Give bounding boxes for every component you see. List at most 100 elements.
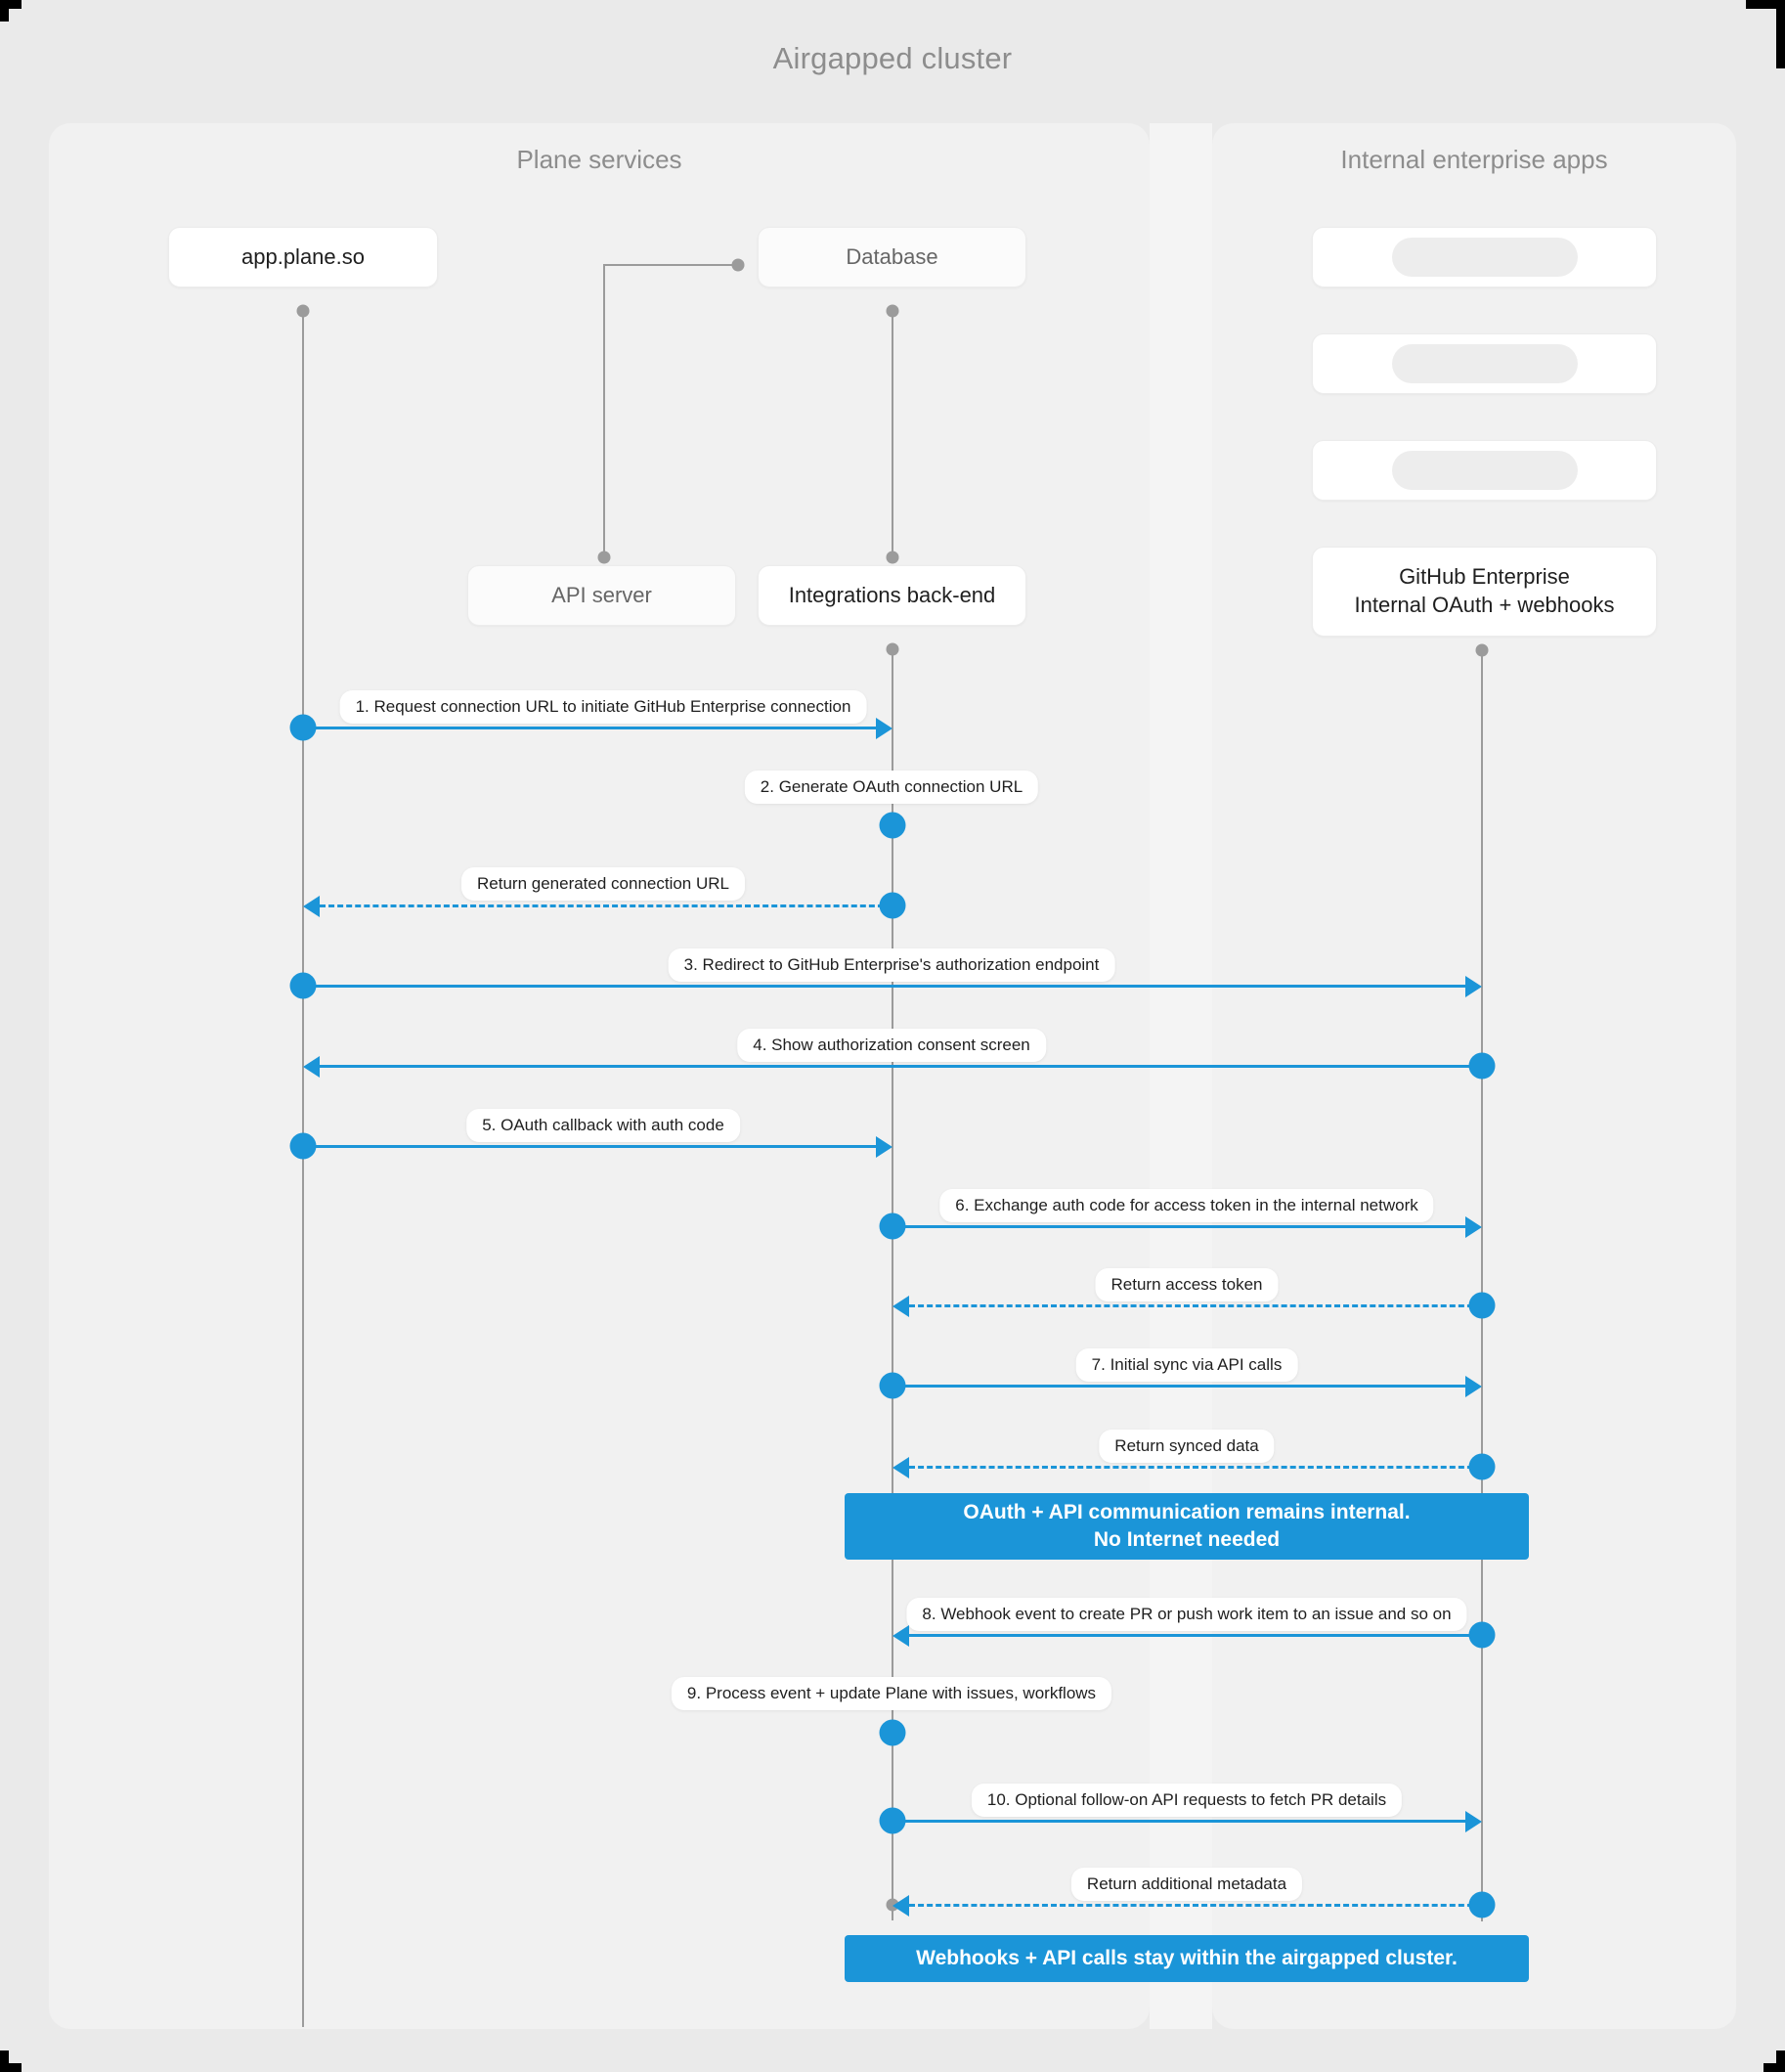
- placeholder-pill: [1391, 451, 1578, 490]
- lifeline-origin-dot-integrations: [886, 642, 899, 656]
- message-arrowhead-return-generated-url: [303, 896, 320, 917]
- note-oauth-internal: OAuth + API communication remains intern…: [845, 1493, 1529, 1560]
- message-arrowhead-5: [876, 1136, 892, 1158]
- message-label-return-access-token: Return access token: [1095, 1268, 1279, 1301]
- message-arrowhead-return-access-token: [892, 1296, 909, 1317]
- message-line-4: [320, 1065, 1482, 1068]
- message-origin-dot-1: [289, 714, 317, 741]
- participant-github-enterprise[interactable]: GitHub Enterprise Internal OAuth + webho…: [1312, 547, 1657, 637]
- message-line-5: [303, 1145, 876, 1148]
- message-label-return-additional-metadata: Return additional metadata: [1070, 1868, 1303, 1901]
- participant-label: Database: [846, 243, 938, 269]
- participant-placeholder-2[interactable]: [1312, 333, 1657, 394]
- message-label-1: 1. Request connection URL to initiate Gi…: [339, 690, 867, 724]
- message-line-3: [303, 985, 1465, 988]
- message-label-3: 3. Redirect to GitHub Enterprise's autho…: [668, 948, 1115, 982]
- participant-label-line2: Internal OAuth + webhooks: [1354, 593, 1615, 617]
- crop-mark-bottom-left: [0, 2050, 9, 2072]
- participant-api-server[interactable]: API server: [467, 565, 736, 626]
- crop-mark-top-left-h: [0, 0, 22, 9]
- message-label-7: 7. Initial sync via API calls: [1075, 1348, 1298, 1382]
- participant-label: API server: [551, 582, 652, 607]
- participant-app-plane-so[interactable]: app.plane.so: [168, 227, 438, 287]
- message-line-return-access-token: [909, 1304, 1482, 1307]
- message-arrowhead-8: [892, 1625, 909, 1647]
- message-origin-dot-return-additional-metadata: [1468, 1891, 1496, 1918]
- message-line-return-additional-metadata: [909, 1904, 1482, 1907]
- message-arrowhead-4: [303, 1056, 320, 1078]
- connector-api-server-to-database-vertical: [603, 264, 605, 555]
- message-label-6: 6. Exchange auth code for access token i…: [939, 1189, 1434, 1222]
- message-arrowhead-10: [1465, 1811, 1482, 1832]
- lifeline-app-plane-so: [302, 311, 304, 2027]
- message-arrowhead-3: [1465, 976, 1482, 997]
- message-arrowhead-return-additional-metadata: [892, 1895, 909, 1917]
- message-label-9: 9. Process event + update Plane with iss…: [671, 1677, 1112, 1710]
- message-line-7: [892, 1385, 1465, 1388]
- message-arrowhead-return-synced-data: [892, 1457, 909, 1478]
- message-line-return-generated-url: [320, 904, 892, 907]
- participant-label: app.plane.so: [241, 243, 365, 269]
- participant-placeholder-1[interactable]: [1312, 227, 1657, 287]
- crop-mark-top-right: [1776, 0, 1785, 68]
- lifeline-origin-dot-ghe: [1475, 643, 1489, 657]
- crop-mark-bottom-left-h: [0, 2063, 22, 2072]
- lifeline-github-enterprise: [1481, 650, 1483, 1921]
- message-label-8: 8. Webhook event to create PR or push wo…: [906, 1598, 1467, 1631]
- message-line-1: [303, 727, 876, 729]
- message-origin-dot-return-synced-data: [1468, 1453, 1496, 1480]
- message-label-10: 10. Optional follow-on API requests to f…: [971, 1784, 1403, 1817]
- connector-dot-api-server-end: [597, 551, 611, 564]
- message-origin-dot-3: [289, 972, 317, 999]
- message-label-4: 4. Show authorization consent screen: [737, 1029, 1046, 1062]
- message-line-8: [909, 1634, 1482, 1637]
- participant-placeholder-3[interactable]: [1312, 440, 1657, 501]
- group-title-internal-enterprise-apps: Internal enterprise apps: [1340, 145, 1608, 174]
- message-label-5: 5. OAuth callback with auth code: [466, 1109, 740, 1142]
- message-line-6: [892, 1225, 1465, 1228]
- crop-mark-bottom-right-h: [1763, 2063, 1785, 2072]
- lifeline-database: [892, 311, 893, 557]
- lifeline-origin-dot-database: [886, 304, 899, 318]
- message-origin-dot-5: [289, 1132, 317, 1160]
- message-origin-dot-4: [1468, 1052, 1496, 1080]
- message-arrowhead-6: [1465, 1216, 1482, 1238]
- note-webhooks-airgapped: Webhooks + API calls stay within the air…: [845, 1935, 1529, 1982]
- crop-mark-top-left: [0, 0, 9, 22]
- message-origin-dot-return-access-token: [1468, 1292, 1496, 1319]
- note-line-1: Webhooks + API calls stay within the air…: [916, 1946, 1458, 1969]
- message-line-return-synced-data: [909, 1466, 1482, 1469]
- message-origin-dot-return-generated-url: [879, 892, 906, 919]
- placeholder-pill: [1391, 238, 1578, 277]
- lifeline-integrations-backend: [892, 649, 893, 1920]
- message-line-10: [892, 1820, 1465, 1823]
- crop-mark-top-right-h: [1746, 0, 1785, 9]
- message-arrowhead-7: [1465, 1376, 1482, 1397]
- note-line-1: OAuth + API communication remains intern…: [963, 1500, 1411, 1523]
- gutter-band: [1150, 123, 1212, 2029]
- placeholder-pill: [1391, 344, 1578, 383]
- message-self-dot-9: [879, 1719, 906, 1746]
- diagram-title: Airgapped cluster: [772, 41, 1013, 75]
- group-panel-plane-services: Plane services: [49, 123, 1150, 2029]
- participant-label: Integrations back-end: [788, 582, 996, 607]
- crop-mark-bottom-right: [1776, 2050, 1785, 2072]
- message-label-return-generated-url: Return generated connection URL: [461, 867, 745, 901]
- lifeline-end-dot-database: [886, 551, 899, 564]
- participant-label-line1: GitHub Enterprise: [1399, 564, 1570, 590]
- note-line-2: No Internet needed: [1093, 1528, 1281, 1551]
- message-self-dot-2: [879, 812, 906, 839]
- connector-api-server-to-database-horizontal: [603, 264, 738, 266]
- message-origin-dot-6: [879, 1212, 906, 1240]
- message-arrowhead-1: [876, 718, 892, 739]
- message-origin-dot-8: [1468, 1621, 1496, 1649]
- message-origin-dot-7: [879, 1372, 906, 1399]
- lifeline-origin-dot-app: [296, 304, 310, 318]
- participant-database[interactable]: Database: [758, 227, 1026, 287]
- participant-integrations-backend[interactable]: Integrations back-end: [758, 565, 1026, 626]
- group-title-plane-services: Plane services: [516, 145, 682, 174]
- message-origin-dot-10: [879, 1807, 906, 1834]
- connector-dot-database-end: [731, 258, 745, 272]
- message-label-return-synced-data: Return synced data: [1099, 1430, 1275, 1463]
- message-label-2: 2. Generate OAuth connection URL: [744, 771, 1039, 804]
